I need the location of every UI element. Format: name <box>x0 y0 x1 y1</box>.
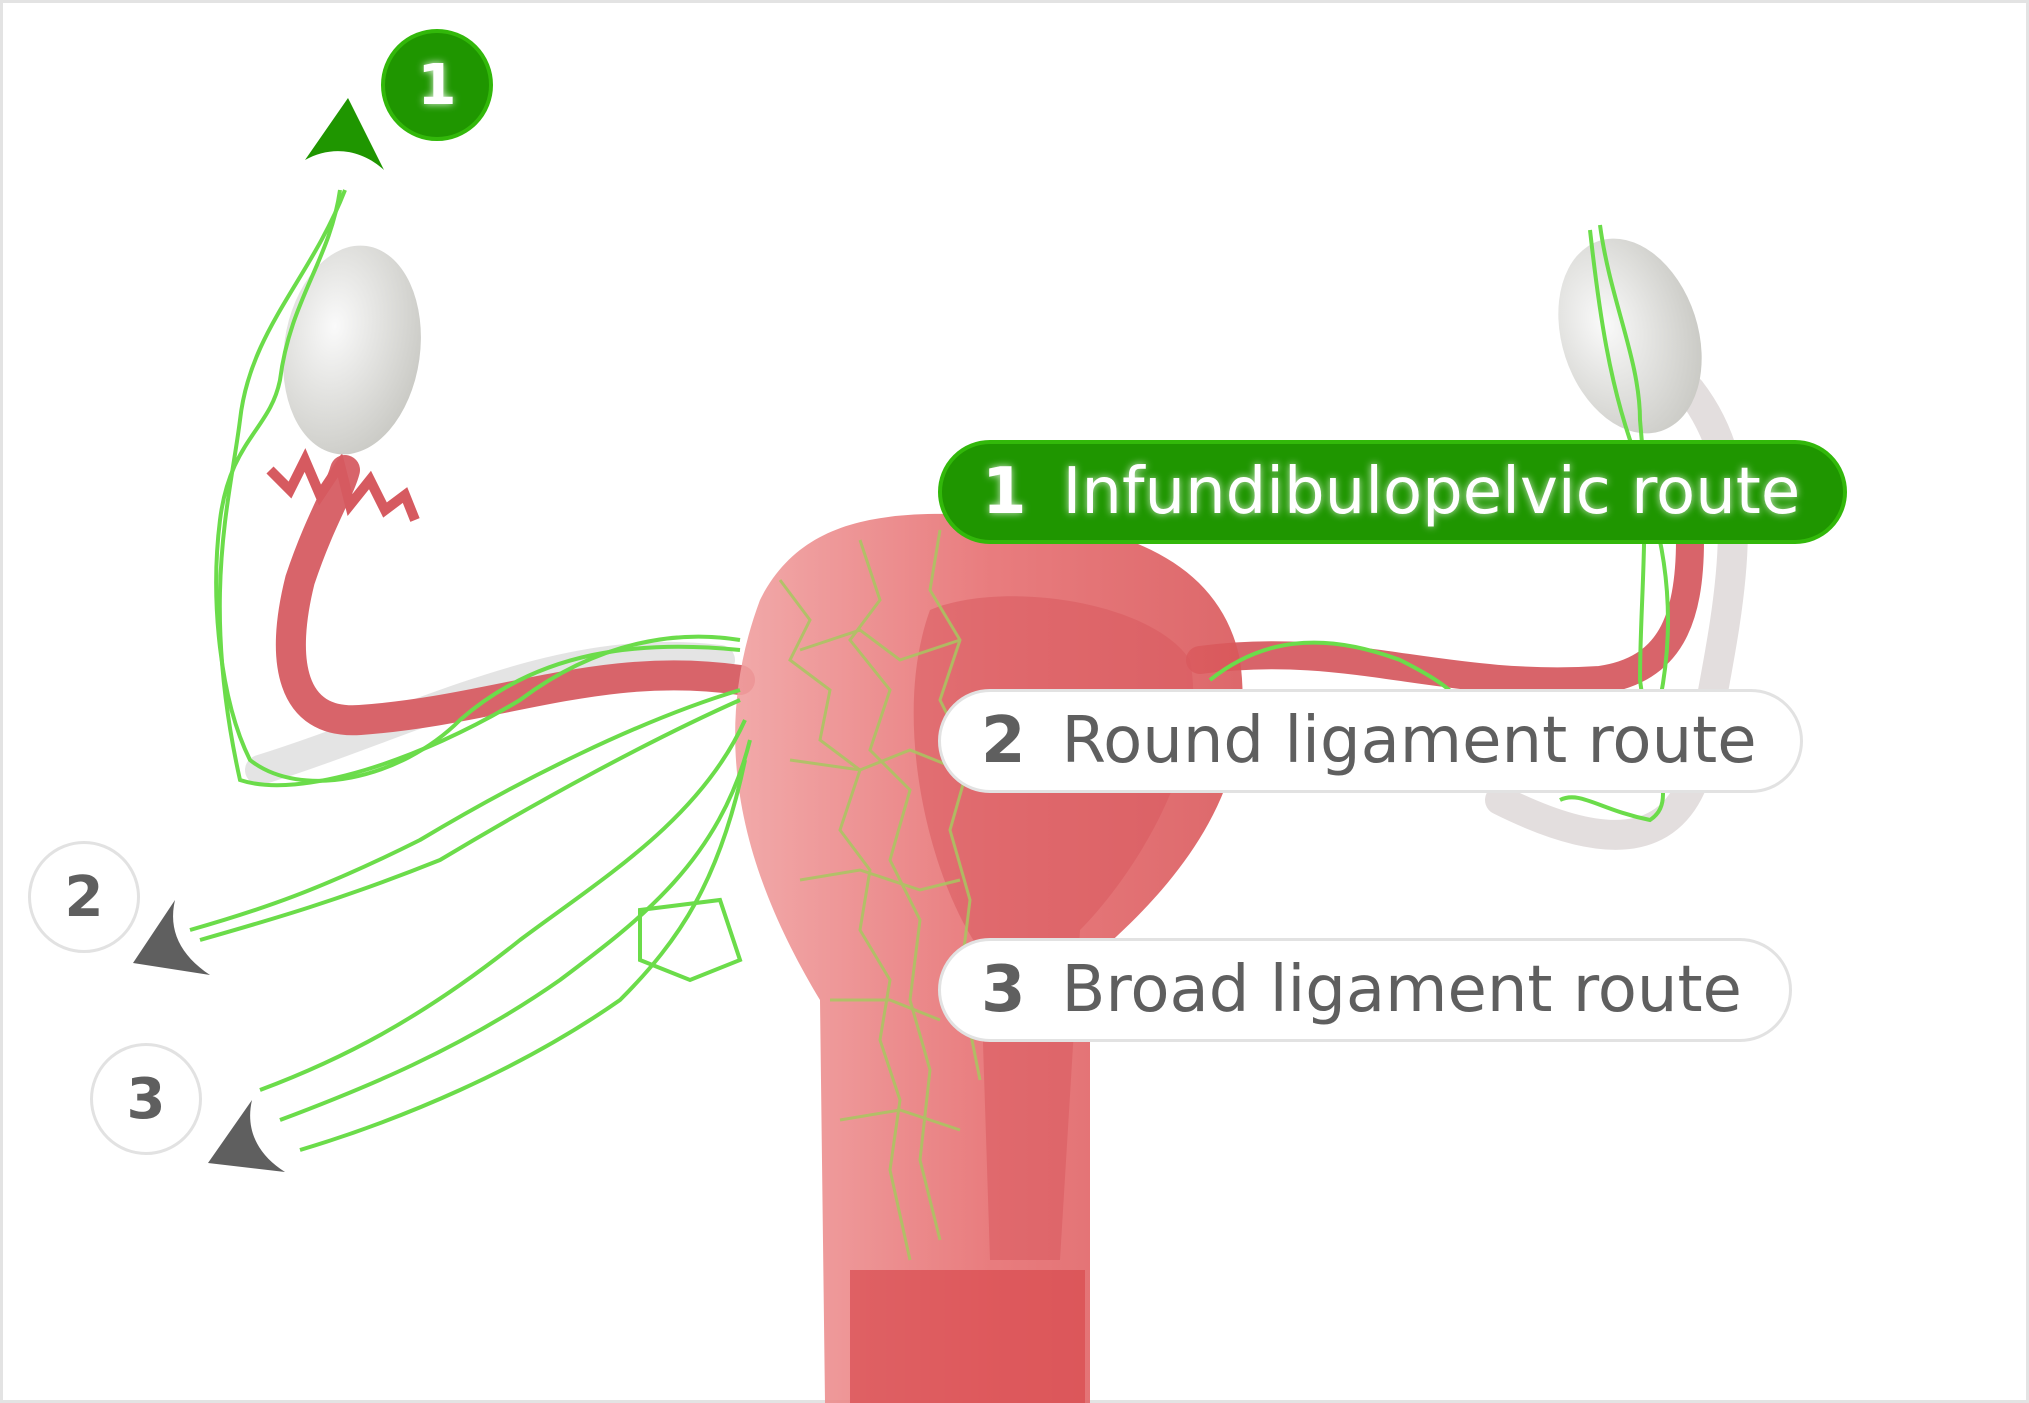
left-ovary <box>283 245 421 455</box>
route-marker-2: 2 <box>28 841 140 953</box>
label-number: 2 <box>981 704 1026 778</box>
label-number: 1 <box>982 455 1027 529</box>
arrow-down-left-icon <box>208 1100 285 1172</box>
lymphatic-vessels <box>189 189 1671 1152</box>
label-round-ligament-route: 2 Round ligament route <box>938 689 1803 793</box>
label-broad-ligament-route: 3 Broad ligament route <box>938 938 1792 1042</box>
arrow-down-left-icon <box>133 900 210 975</box>
right-fallopian-tube <box>1186 526 1704 696</box>
marker-number: 1 <box>417 52 457 118</box>
route-marker-3: 3 <box>90 1043 202 1155</box>
label-infundibulopelvic-route: 1 Infundibulopelvic route <box>938 440 1847 544</box>
route-marker-1: 1 <box>381 29 493 141</box>
label-text: Infundibulopelvic route <box>1062 455 1801 529</box>
marker-number: 3 <box>126 1066 166 1132</box>
label-text: Broad ligament route <box>1061 953 1742 1027</box>
cervix-band <box>850 1270 1085 1403</box>
left-fallopian-tube <box>275 455 755 736</box>
label-text: Round ligament route <box>1061 704 1757 778</box>
uterine-lymph-network <box>778 529 982 1261</box>
label-number: 3 <box>981 953 1026 1027</box>
right-ovary <box>1558 238 1702 434</box>
arrow-up-icon <box>305 98 384 170</box>
fimbriae <box>266 448 420 522</box>
marker-number: 2 <box>64 864 104 930</box>
